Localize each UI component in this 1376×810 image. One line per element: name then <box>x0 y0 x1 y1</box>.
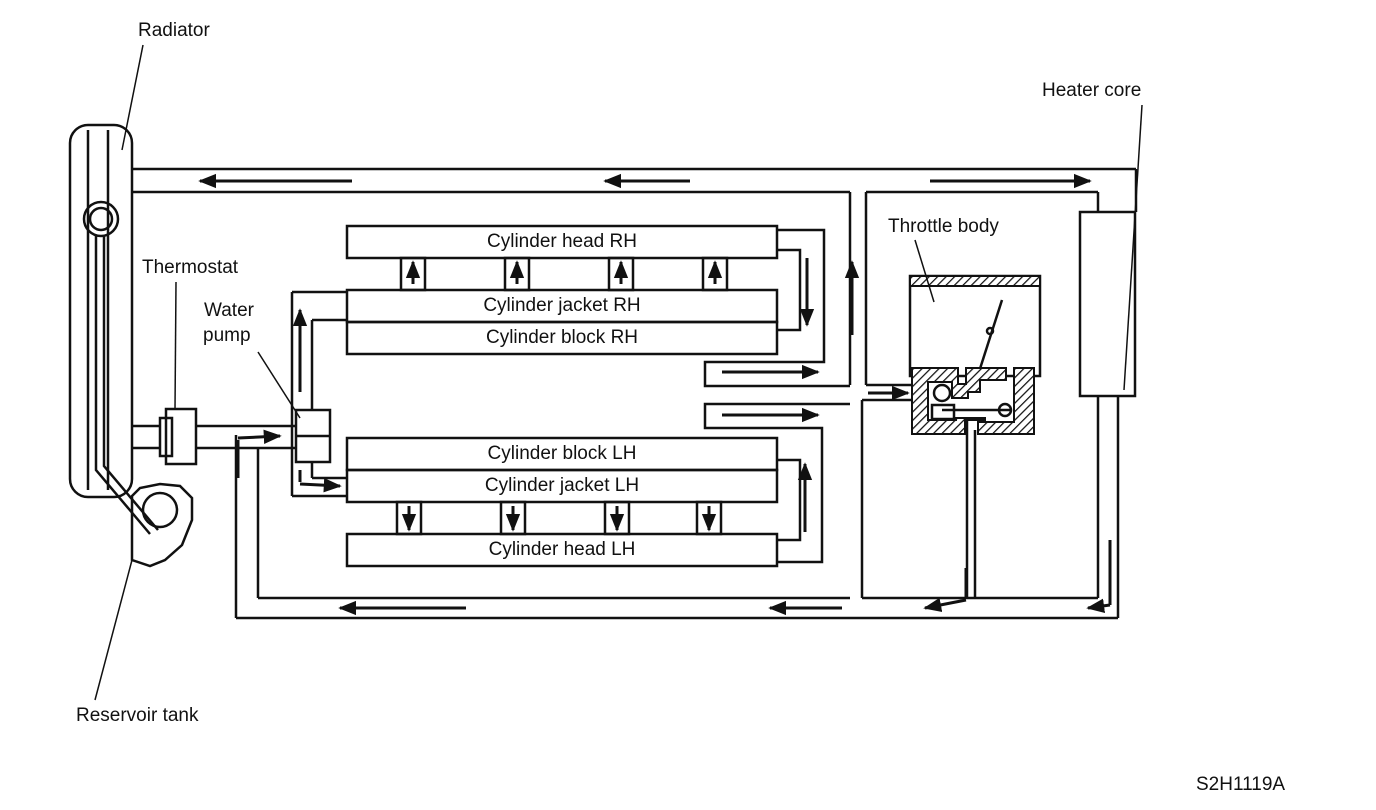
rh-return-pipe <box>703 228 850 388</box>
heater-core <box>1078 210 1137 398</box>
heater-core-label: Heater core <box>1042 80 1142 101</box>
cylinder-block-lh-label: Cylinder block LH <box>487 443 637 464</box>
water-pump-label-line2: pump <box>203 325 251 346</box>
cylinder-head-lh-label: Cylinder head LH <box>488 539 636 560</box>
throttle-body <box>908 274 1042 598</box>
lh-transfer-passages <box>395 500 723 536</box>
reservoir-tank <box>94 235 194 568</box>
radiator-label: Radiator <box>138 20 210 41</box>
heater-return-pipe <box>1096 396 1120 618</box>
throttle-body-label: Throttle body <box>888 216 999 237</box>
cylinder-block-rh <box>345 320 779 356</box>
water-pump <box>290 290 346 498</box>
rh-transfer-passages <box>399 256 729 292</box>
top-hose <box>132 167 1138 212</box>
flow-arrows <box>198 173 1112 616</box>
lh-return-pipe <box>703 402 850 564</box>
cylinder-head-rh <box>345 224 779 260</box>
cylinder-head-lh <box>345 532 779 568</box>
cylinder-block-rh-label: Cylinder block RH <box>485 327 639 348</box>
figure-code: S2H1119A <box>1196 774 1286 795</box>
reservoir-tank-label: Reservoir tank <box>76 705 199 726</box>
leader-lines <box>94 44 1143 701</box>
cylinder-jacket-lh <box>345 468 779 504</box>
bottom-hose <box>234 435 1118 620</box>
water-pump-label-line1: Water <box>204 300 254 321</box>
cylinder-head-rh-label: Cylinder head RH <box>487 231 637 252</box>
cylinder-jacket-lh-label: Cylinder jacket LH <box>484 475 640 496</box>
thermostat <box>132 407 296 466</box>
thermostat-label: Thermostat <box>142 257 239 278</box>
cylinder-jacket-rh-label: Cylinder jacket RH <box>483 295 641 316</box>
radiator <box>68 123 134 499</box>
throttle-branch-pipe <box>848 192 912 598</box>
throttle-body-hatching <box>909 275 1041 435</box>
